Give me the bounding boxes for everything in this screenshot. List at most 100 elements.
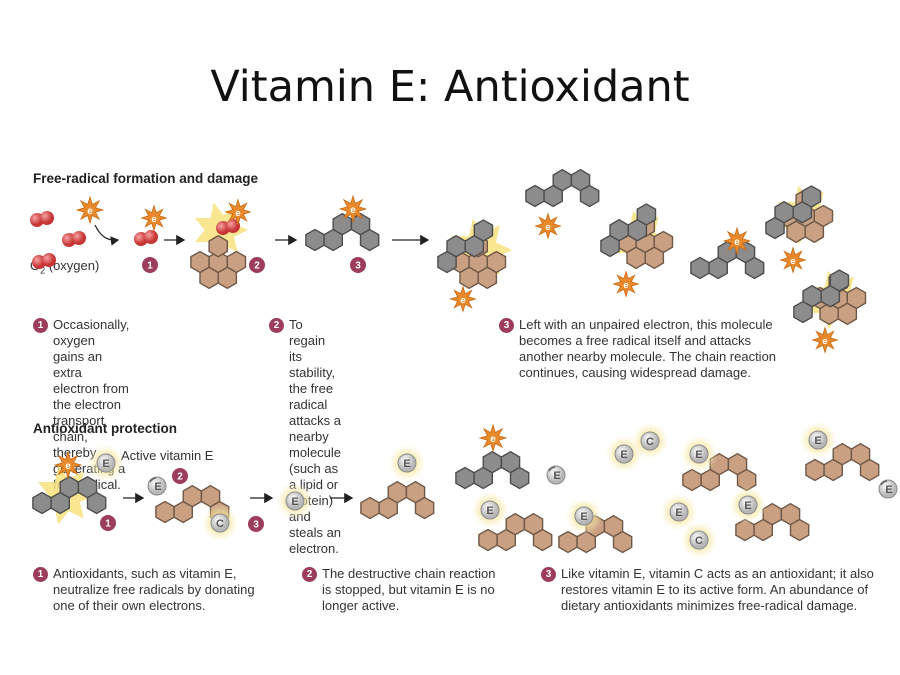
star-shape: [75, 195, 105, 225]
gray-molecule: [32, 475, 107, 515]
hexagon-ring: [387, 480, 408, 504]
gray-molecule: [765, 185, 822, 240]
token-letter: E: [486, 505, 493, 517]
token-circle: [738, 495, 758, 515]
hexagon-ring: [477, 266, 498, 290]
vitamin-e-token: E: [471, 491, 509, 529]
hexagon-ring: [579, 184, 600, 208]
electron-label: e: [151, 214, 156, 225]
token-letter: E: [580, 511, 587, 523]
electron-burst-icon: e: [811, 326, 839, 354]
hexagon-ring: [829, 269, 850, 292]
star-shape: [811, 326, 839, 354]
step-badge-icon: 2: [249, 257, 265, 273]
active-vitamin-e-label: Active vitamin E: [121, 448, 214, 463]
electron-label: e: [65, 461, 71, 472]
token-circle: [285, 491, 305, 511]
hexagon-ring: [690, 256, 710, 280]
token-circle: [574, 506, 594, 526]
token-circle: [878, 479, 898, 499]
step-badge-icon: 1: [100, 515, 116, 531]
hexagon-ring: [360, 496, 380, 520]
token-letter: E: [553, 470, 560, 482]
hexagon-ring: [552, 168, 573, 192]
token-letter: C: [216, 518, 224, 530]
hexagon-ring: [801, 185, 822, 208]
electron-burst-icon: e: [722, 226, 752, 256]
step-badge-icon: 3: [350, 257, 366, 273]
hexagon-ring: [558, 530, 578, 554]
electron-burst-icon: e: [338, 194, 368, 224]
token-circle: [96, 453, 116, 473]
badge-number: 2: [177, 472, 183, 483]
electron-label: e: [822, 336, 827, 347]
star-shape: [140, 204, 168, 232]
oxygen-atom: [42, 253, 56, 267]
electron-burst-icon: e: [612, 270, 640, 298]
step-badge-icon: 2: [172, 468, 188, 484]
electron-label: e: [490, 434, 496, 445]
inactive-vitamin-e-icon: E: [878, 479, 898, 499]
hexagon-ring: [505, 512, 526, 536]
hexagon-ring: [802, 284, 822, 308]
gray-molecule: [690, 240, 765, 280]
electron-burst-icon: e: [140, 204, 168, 232]
hexagon-ring: [609, 218, 629, 242]
gray-molecule: [437, 219, 494, 274]
hexagon-ring: [208, 234, 228, 258]
badge-circle: [100, 515, 116, 531]
electron-burst-icon: e: [779, 246, 807, 274]
badge-circle: [248, 516, 264, 532]
step-badge-icon: 3: [248, 516, 264, 532]
electron-burst-icon: e: [534, 212, 562, 240]
token-letter: E: [291, 496, 298, 508]
inactive-mark: [149, 477, 157, 483]
tan-molecule: [558, 514, 633, 554]
inactive-mark: [548, 466, 556, 472]
oxygen-molecule: [134, 230, 158, 246]
step-badge: 3: [499, 318, 514, 333]
oxygen-atom: [40, 211, 54, 225]
electron-label: e: [790, 256, 795, 267]
hexagon-ring: [525, 184, 545, 208]
token-circle: [808, 430, 828, 450]
token-letter: E: [403, 458, 410, 470]
hexagon-ring: [478, 528, 498, 552]
gray-molecule: [793, 269, 850, 324]
hexagon-ring: [305, 228, 325, 252]
oxygen-molecule: [32, 253, 56, 269]
electron-burst-icon: e: [53, 450, 83, 480]
badge-number: 3: [355, 261, 361, 272]
token-letter: E: [885, 484, 892, 496]
electron-label: e: [734, 237, 740, 248]
step-badge: 2: [269, 318, 284, 333]
star-shape: [478, 423, 508, 453]
token-letter: E: [620, 449, 627, 461]
hexagon-ring: [774, 200, 794, 224]
electron-burst-icon: e: [75, 195, 105, 225]
gray-molecule: [525, 168, 600, 208]
oxygen-atom: [226, 219, 240, 233]
electron-burst-icon: e: [224, 198, 252, 226]
token-letter: E: [154, 481, 161, 493]
oxygen-molecule: [216, 219, 240, 235]
token-circle: [397, 453, 417, 473]
gray-molecule: [600, 203, 657, 258]
vitamin-e-token: E: [660, 493, 698, 531]
tan-molecule: [360, 480, 435, 520]
token-letter: C: [695, 535, 703, 547]
hexagon-ring: [59, 475, 80, 499]
electron-burst-icon: e: [478, 423, 508, 453]
hexagon-ring: [804, 220, 825, 244]
token-letter: E: [695, 449, 702, 461]
tan-molecule: [190, 234, 247, 290]
electron-burst-icon: e: [449, 285, 477, 313]
hexagon-ring: [789, 518, 810, 542]
vitamin-e-token: E: [276, 482, 314, 520]
oxygen-molecule: [30, 211, 54, 227]
electron-label: e: [545, 222, 550, 233]
token-letter: C: [646, 436, 654, 448]
vitamin-e-token: E: [680, 435, 718, 473]
arrow: [94, 224, 120, 246]
